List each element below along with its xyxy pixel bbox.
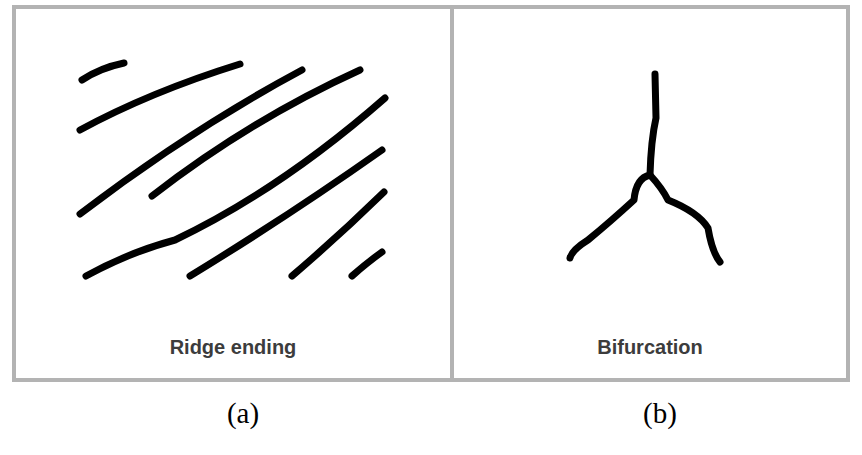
minutia-panel: Ridge ending [12,5,454,382]
ridge-line [352,252,382,276]
ridge-line [152,70,360,196]
sub-figure-label: (b) [643,397,677,430]
bifurcation-branch [570,175,650,258]
panel-caption: Bifurcation [597,336,703,359]
bifurcation-branch [650,175,720,262]
ridge-line [86,98,385,276]
ridge-line [82,63,124,80]
ridge-line [292,192,384,276]
bifurcation-stem [650,74,656,175]
ridge-line [80,70,302,214]
ridge-line [190,150,382,276]
panel-caption: Ridge ending [170,336,297,359]
minutia-panel: Bifurcation [450,5,850,382]
sub-figure-label: (a) [227,397,259,430]
